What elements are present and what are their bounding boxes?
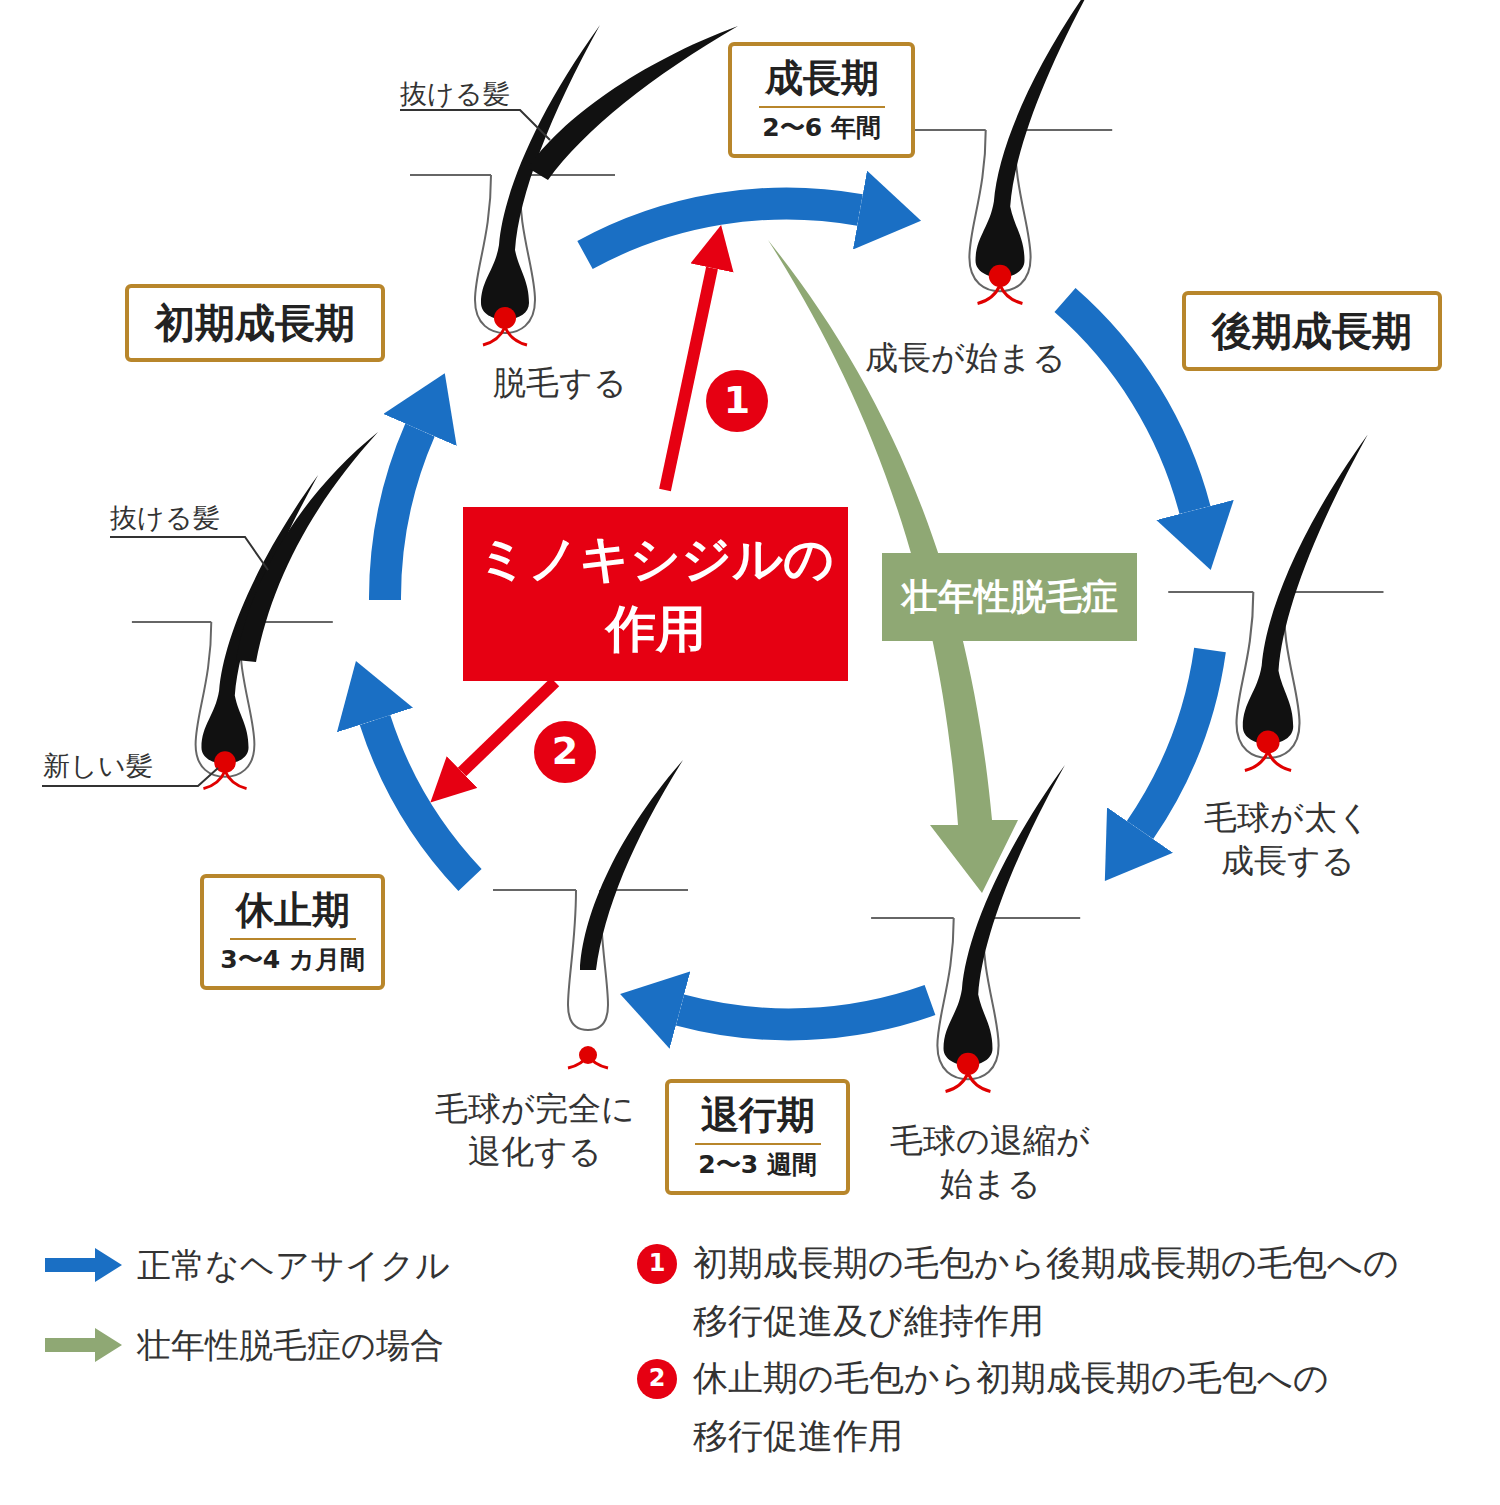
hair-label: 抜ける髪 bbox=[110, 500, 250, 535]
callout-number: 2 bbox=[534, 721, 596, 783]
legend-text: 正常なヘアサイクル bbox=[137, 1243, 450, 1289]
phase-box: 成長期2〜6 年間 bbox=[728, 42, 915, 158]
action-box: ミノキシジルの 作用 bbox=[463, 507, 848, 681]
condition-box: 壮年性脱毛症 bbox=[882, 553, 1137, 641]
hair-label: 新しい髪 bbox=[43, 748, 183, 783]
node-heading: 初期成長期 bbox=[155, 299, 355, 347]
follicle-anagen bbox=[903, 0, 1112, 303]
leader-line bbox=[110, 537, 268, 570]
node-subtext: 2〜6 年間 bbox=[762, 108, 881, 145]
callout-number: 1 bbox=[637, 1244, 677, 1284]
node-heading: 成長期 bbox=[759, 56, 885, 108]
stage-note: 脱毛する bbox=[460, 362, 660, 405]
node-heading: ミノキシジルの 作用 bbox=[463, 524, 848, 664]
phase-box: 後期成長期 bbox=[1182, 291, 1442, 371]
hair-label: 抜ける髪 bbox=[400, 76, 540, 111]
follicle-regressed bbox=[493, 760, 688, 1068]
legend-arrow-samples bbox=[45, 1248, 122, 1362]
stage-note: 毛球の退縮が 始まる bbox=[870, 1120, 1110, 1206]
node-subtext: 2〜3 週間 bbox=[698, 1145, 817, 1182]
node-heading: 壮年性脱毛症 bbox=[902, 575, 1118, 618]
node-heading: 休止期 bbox=[230, 888, 356, 940]
phase-box: 退行期2〜3 週間 bbox=[665, 1079, 850, 1195]
stage-note: 毛球が完全に 退化する bbox=[415, 1088, 655, 1174]
callout-number: 2 bbox=[637, 1359, 677, 1399]
callout-note: 初期成長期の毛包から後期成長期の毛包への 移行促進及び維持作用 bbox=[693, 1234, 1483, 1350]
callout-note: 休止期の毛包から初期成長期の毛包への 移行促進作用 bbox=[693, 1349, 1483, 1465]
cycle-arrows bbox=[375, 204, 1210, 1025]
node-subtext: 3〜4 カ月間 bbox=[220, 940, 365, 977]
stage-note: 毛球が太く 成長する bbox=[1180, 797, 1395, 883]
callout-number: 1 bbox=[706, 370, 768, 432]
leader-line bbox=[400, 110, 550, 140]
follicle-telogen bbox=[132, 432, 378, 789]
node-heading: 後期成長期 bbox=[1212, 307, 1412, 355]
follicle-early-anagen bbox=[410, 25, 738, 345]
phase-box: 休止期3〜4 カ月間 bbox=[200, 874, 385, 990]
legend-text: 壮年性脱毛症の場合 bbox=[137, 1323, 444, 1369]
phase-box: 初期成長期 bbox=[125, 284, 385, 362]
node-heading: 退行期 bbox=[695, 1093, 821, 1145]
stage-note: 成長が始まる bbox=[845, 337, 1085, 380]
